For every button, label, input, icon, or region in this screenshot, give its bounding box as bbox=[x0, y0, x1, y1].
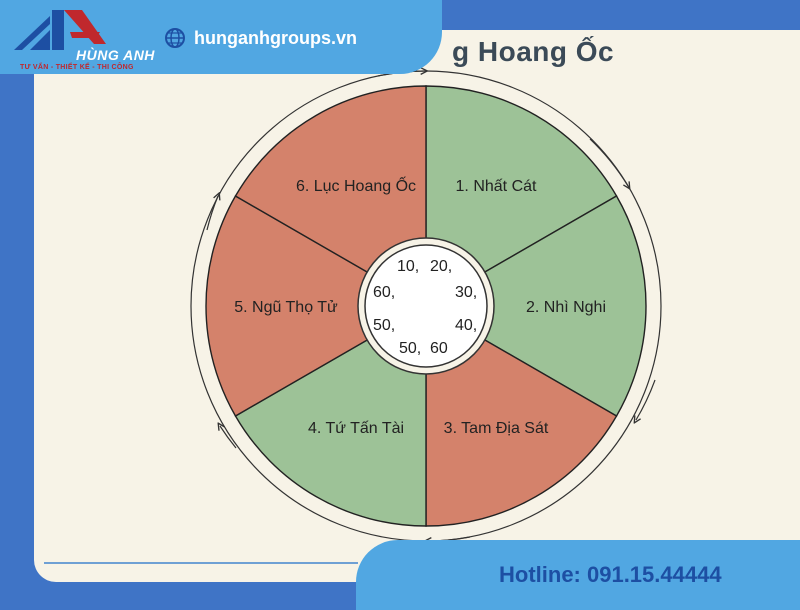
hotline-text[interactable]: Hotline: 091.15.44444 bbox=[499, 562, 722, 587]
center-number: 60 bbox=[430, 340, 448, 357]
wheel-segment-label: 3. Tam Địa Sát bbox=[444, 420, 549, 437]
website-text: hunganhgroups.vn bbox=[194, 27, 357, 48]
page-title-fragment: g Hoang Ốc bbox=[452, 36, 615, 67]
center-number: 50, bbox=[373, 317, 395, 334]
center-number: 10, bbox=[397, 258, 419, 275]
wheel-segment-4 bbox=[234, 304, 427, 527]
cycle-arrow bbox=[589, 138, 628, 186]
wheel-segment-5 bbox=[205, 195, 428, 417]
center-number: 60, bbox=[373, 284, 395, 301]
header-band: HÙNG ANH TƯ VẤN - THIẾT KẾ - THI CÔNG hu… bbox=[0, 0, 442, 74]
globe-icon bbox=[165, 28, 185, 48]
center-number: 20, bbox=[430, 258, 452, 275]
center-number: 40, bbox=[455, 317, 477, 334]
footer-band bbox=[356, 540, 800, 610]
brand-slogan: TƯ VẤN - THIẾT KẾ - THI CÔNG bbox=[20, 64, 134, 71]
wheel-segment-6 bbox=[234, 85, 427, 308]
center-inner-circle bbox=[364, 244, 488, 368]
wheel-segment-label: 1. Nhất Cát bbox=[456, 178, 537, 195]
wheel-segment-label: 5. Ngũ Thọ Tử bbox=[234, 299, 338, 316]
wheel-segment-2 bbox=[424, 195, 647, 417]
wheel-segment-label: 2. Nhì Nghi bbox=[526, 299, 606, 316]
website-link[interactable]: hunganhgroups.vn bbox=[164, 27, 357, 49]
cycle-arrow bbox=[636, 379, 656, 420]
wheel-segment-1 bbox=[425, 85, 618, 308]
house-logo-icon bbox=[14, 10, 106, 50]
wheel-segment-3 bbox=[425, 304, 618, 527]
cycle-arrow bbox=[220, 426, 237, 449]
wheel-segments: 1. Nhất Cát 2. Nhì Nghi 3. Tam Địa Sát 4. T… bbox=[205, 85, 647, 527]
wheel-segment-label: 4. Tứ Tấn Tài bbox=[308, 420, 404, 437]
brand-name: HÙNG ANH bbox=[76, 47, 155, 63]
footer-divider bbox=[44, 562, 358, 564]
cycle-arrow bbox=[206, 196, 218, 231]
center-number: 50, bbox=[399, 340, 421, 357]
center-number: 30, bbox=[455, 284, 477, 301]
wheel-segment-label: 6. Lục Hoang Ốc bbox=[296, 175, 416, 195]
company-logo[interactable]: HÙNG ANH TƯ VẤN - THIẾT KẾ - THI CÔNG bbox=[6, 4, 166, 71]
